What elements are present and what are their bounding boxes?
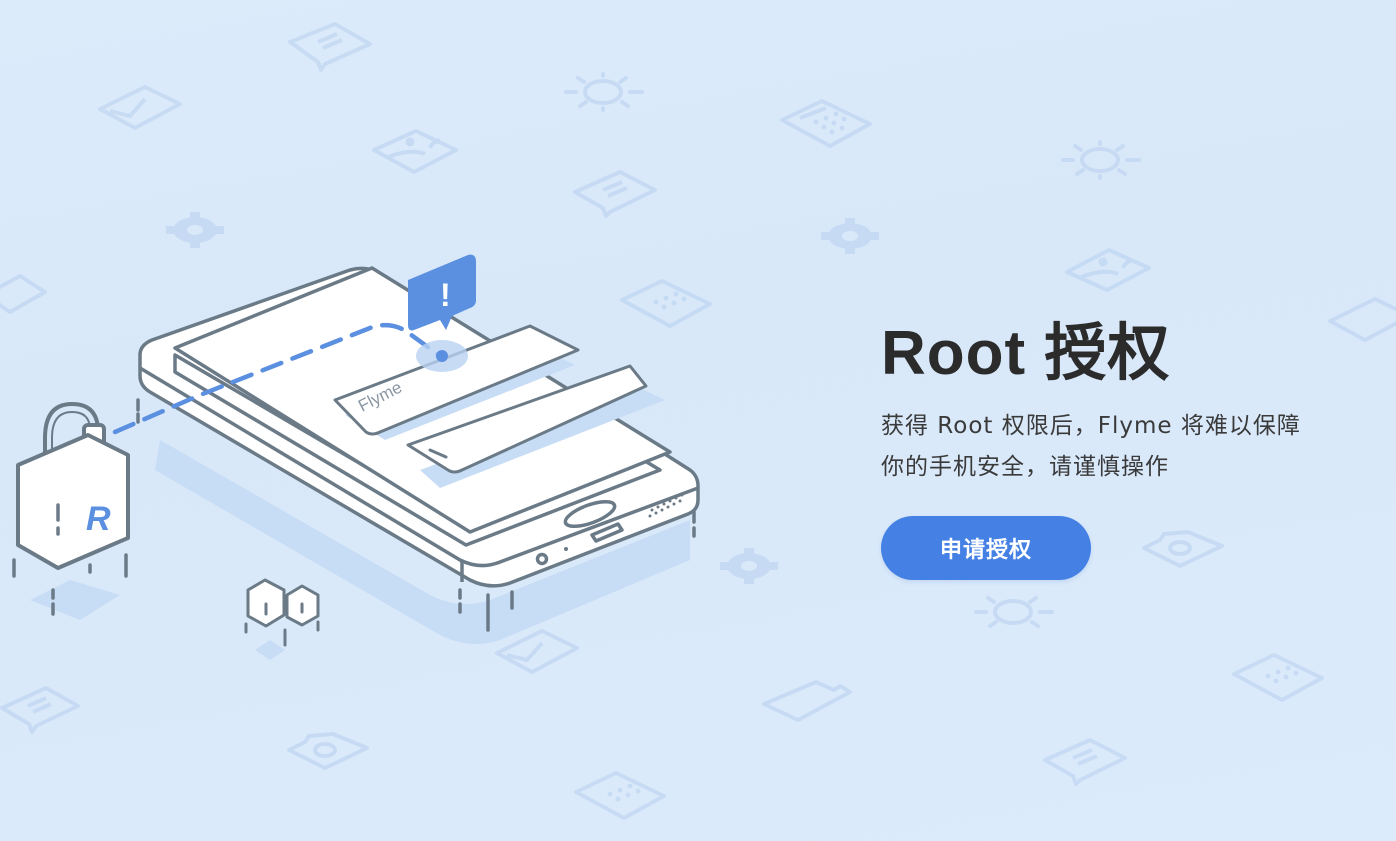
padlock-icon (16, 402, 130, 570)
description-line-2: 你的手机安全，请谨慎操作 (881, 454, 1169, 480)
sun-icon (564, 72, 644, 112)
flyme-card (333, 324, 580, 436)
mail-icon (98, 85, 182, 130)
chat-bubble-icon (573, 170, 657, 218)
lock-letter: R (86, 500, 111, 538)
calculator-icon (574, 771, 666, 820)
sun-icon (974, 596, 1054, 628)
calculator-icon (1232, 653, 1324, 702)
page-title: Root 授权 (881, 319, 1171, 388)
alert-bubble-icon: ! (408, 254, 476, 331)
gear-icon (821, 218, 879, 254)
warning-description: 获得 Root 权限后，Flyme 将难以保障 你的手机安全，请谨慎操作 (881, 406, 1381, 488)
chat-bubble-icon (288, 22, 372, 72)
camera-icon (1142, 530, 1224, 568)
mail-icon (495, 629, 579, 674)
root-illustration: Flyme ! R (12, 254, 700, 660)
cubes-icon (246, 578, 320, 628)
apply-authorization-button[interactable]: 申请授权 (881, 516, 1091, 580)
chat-bubble-icon (1043, 738, 1127, 786)
mail-icon (1328, 297, 1396, 342)
description-line-1: 获得 Root 权限后，Flyme 将难以保障 (881, 413, 1301, 439)
image-icon (372, 129, 458, 174)
folder-icon (762, 680, 852, 722)
gear-icon (720, 548, 778, 584)
root-permission-panel: Root 授权 获得 Root 权限后，Flyme 将难以保障 你的手机安全，请… (881, 318, 1381, 580)
alert-glyph: ! (440, 277, 451, 313)
calculator-icon (780, 99, 872, 148)
mail-icon (0, 274, 47, 314)
image-icon (1065, 248, 1151, 292)
chat-bubble-icon (0, 686, 80, 734)
sun-icon (1061, 140, 1141, 180)
calculator-icon (620, 279, 712, 328)
input-card (406, 364, 648, 474)
camera-icon (287, 732, 369, 770)
gear-icon (166, 212, 224, 248)
